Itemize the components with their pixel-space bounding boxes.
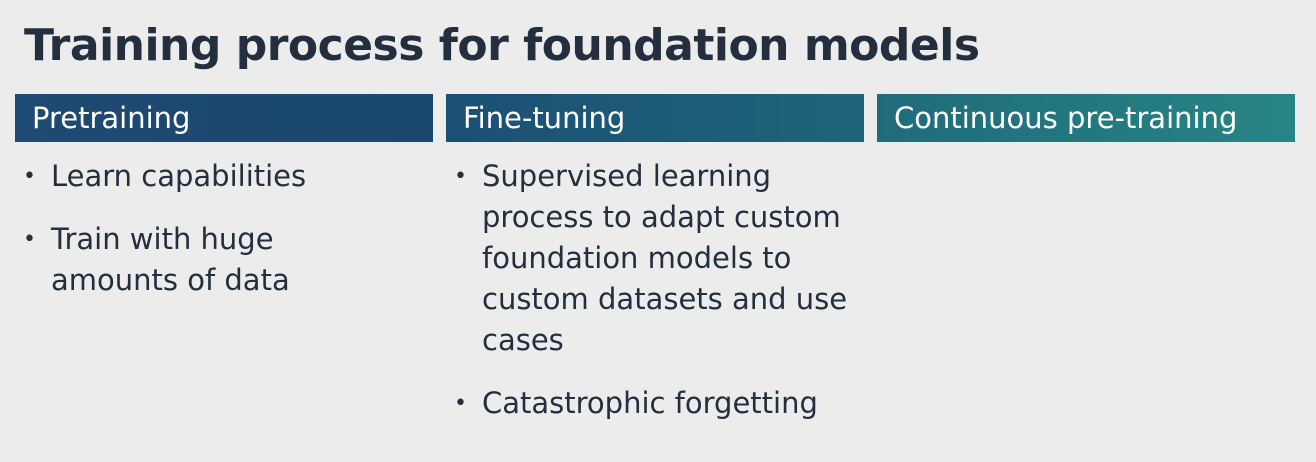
column-pretraining: Pretraining • Learn capabilities • Train… [15, 94, 433, 323]
bullet-list-pretraining: • Learn capabilities • Train with huge a… [15, 142, 433, 301]
column-header-continuous-pre-training: Continuous pre-training [877, 94, 1295, 142]
list-item: • Train with huge amounts of data [15, 219, 433, 301]
bullet-icon: • [23, 164, 36, 189]
column-fine-tuning: Fine-tuning • Supervised learning proces… [446, 94, 864, 446]
column-header-pretraining: Pretraining [15, 94, 433, 142]
bullet-list-fine-tuning: • Supervised learning process to adapt c… [446, 142, 864, 424]
slide-title: Training process for foundation models [24, 20, 980, 71]
bullet-text: Learn capabilities [51, 159, 307, 193]
bullet-icon: • [454, 164, 467, 189]
bullet-text: Catastrophic forgetting [482, 386, 818, 420]
bullet-text: Train with huge amounts of data [51, 222, 290, 297]
column-header-fine-tuning: Fine-tuning [446, 94, 864, 142]
column-continuous-pre-training: Continuous pre-training [877, 94, 1295, 142]
bullet-text: Supervised learning process to adapt cus… [482, 159, 848, 357]
list-item: • Learn capabilities [15, 156, 433, 197]
bullet-icon: • [23, 227, 36, 252]
list-item: • Catastrophic forgetting [446, 383, 864, 424]
bullet-icon: • [454, 391, 467, 416]
list-item: • Supervised learning process to adapt c… [446, 156, 864, 361]
